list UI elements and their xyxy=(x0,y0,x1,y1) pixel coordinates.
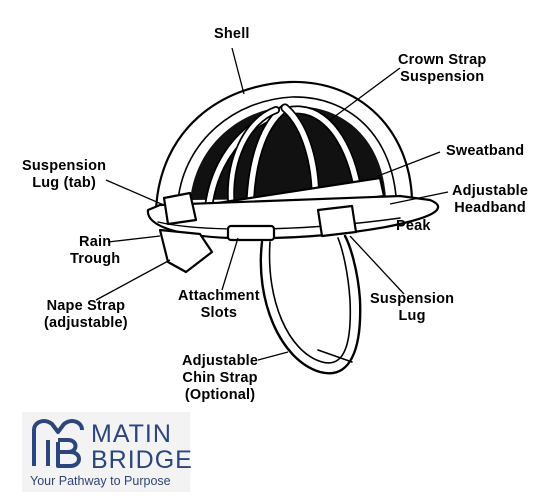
leader-slots xyxy=(221,237,239,291)
nape-strap xyxy=(158,228,214,274)
label-nape-strap: Nape Strap(adjustable) xyxy=(44,298,128,331)
logo-name-line1: MATIN xyxy=(91,420,172,448)
leader-lug xyxy=(349,235,405,295)
label-peak: Peak xyxy=(396,218,431,234)
leader-trough xyxy=(107,235,161,243)
suspension-lug-right xyxy=(316,204,358,238)
shell-inner-rib xyxy=(177,96,397,201)
mb-logo-icon xyxy=(32,419,84,468)
label-sweatband: Sweatband xyxy=(446,143,525,159)
leader-sweatband xyxy=(377,151,441,177)
leader-headband xyxy=(389,191,449,205)
leader-chin xyxy=(257,351,289,361)
logo-name-line2: BRIDGE xyxy=(91,446,193,474)
chin-strap xyxy=(259,234,362,375)
leader-tab xyxy=(105,179,167,207)
leader-shell xyxy=(231,47,245,95)
matin-bridge-logo: MATIN BRIDGE Your Pathway to Purpose xyxy=(22,412,193,492)
leader-nape xyxy=(95,259,171,301)
suspension-tab xyxy=(162,191,198,226)
attachment-slot xyxy=(226,224,276,242)
label-shell: Shell xyxy=(214,26,250,42)
hard-hat-diagram xyxy=(95,47,449,375)
logo-tagline: Your Pathway to Purpose xyxy=(30,474,171,488)
leader-crown xyxy=(329,67,401,121)
